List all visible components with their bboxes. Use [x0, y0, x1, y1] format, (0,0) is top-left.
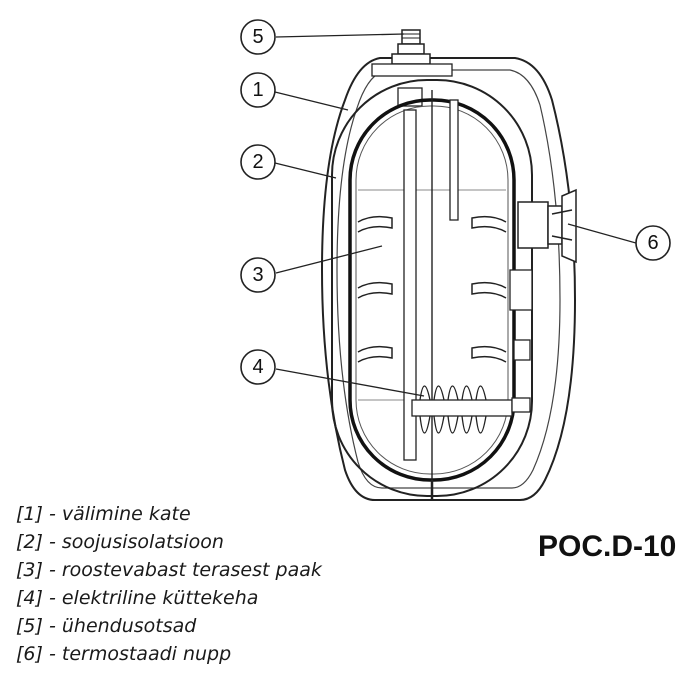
legend: [1] - välimine kate [2] - soojusisolatsi…: [16, 500, 322, 668]
legend-number: [2]: [16, 531, 43, 553]
legend-item: [2] - soojusisolatsioon: [16, 528, 322, 556]
thermostat-knob: [517, 188, 577, 264]
legend-number: [1]: [16, 503, 43, 525]
svg-text:3: 3: [252, 264, 263, 286]
legend-text: - soojusisolatsioon: [48, 531, 224, 553]
legend-text: - ühendusotsad: [48, 615, 197, 637]
diagram-code: POC.D-10: [538, 530, 677, 563]
side-bracket: [509, 269, 533, 311]
side-bracket: [513, 339, 531, 361]
tank-flanges-left: [357, 215, 393, 363]
callout-2: 2: [240, 144, 276, 180]
outer-casing: [320, 57, 577, 501]
legend-item: [4] - elektriline küttekeha: [16, 584, 322, 612]
legend-text: - elektriline küttekeha: [48, 587, 259, 609]
leader-line-5: [275, 33, 405, 38]
callout-6: 6: [635, 225, 671, 261]
leader-line-2: [274, 162, 337, 179]
svg-text:2: 2: [252, 151, 263, 173]
side-bracket: [511, 397, 531, 413]
svg-text:4: 4: [252, 356, 263, 378]
legend-number: [4]: [16, 587, 43, 609]
heating-element: [411, 385, 513, 434]
internal-tube: [403, 109, 417, 461]
callout-4: 4: [240, 349, 276, 385]
legend-item: [5] - ühendusotsad: [16, 612, 322, 640]
leader-line-4: [275, 368, 425, 397]
leader-line-1: [274, 91, 349, 111]
callout-5: 5: [240, 19, 276, 55]
legend-number: [3]: [16, 559, 43, 581]
leader-line-6: [567, 223, 637, 244]
svg-text:5: 5: [252, 26, 263, 48]
tank-flanges-right: [471, 215, 507, 363]
legend-item: [1] - välimine kate: [16, 500, 322, 528]
svg-text:6: 6: [647, 232, 658, 254]
leader-line-3: [275, 245, 383, 274]
legend-text: - termostaadi nupp: [48, 643, 232, 665]
legend-item: [3] - roostevabast terasest paak: [16, 556, 322, 584]
legend-number: [6]: [16, 643, 43, 665]
svg-text:1: 1: [252, 79, 263, 101]
connection-fitting: [371, 29, 453, 107]
callout-1: 1: [240, 72, 276, 108]
callout-3: 3: [240, 257, 276, 293]
outer-casing-inner-line: [336, 69, 561, 489]
legend-text: - välimine kate: [48, 503, 191, 525]
internal-tube: [449, 99, 459, 221]
legend-text: - roostevabast terasest paak: [48, 559, 322, 581]
legend-item: [6] - termostaadi nupp: [16, 640, 322, 668]
legend-number: [5]: [16, 615, 43, 637]
